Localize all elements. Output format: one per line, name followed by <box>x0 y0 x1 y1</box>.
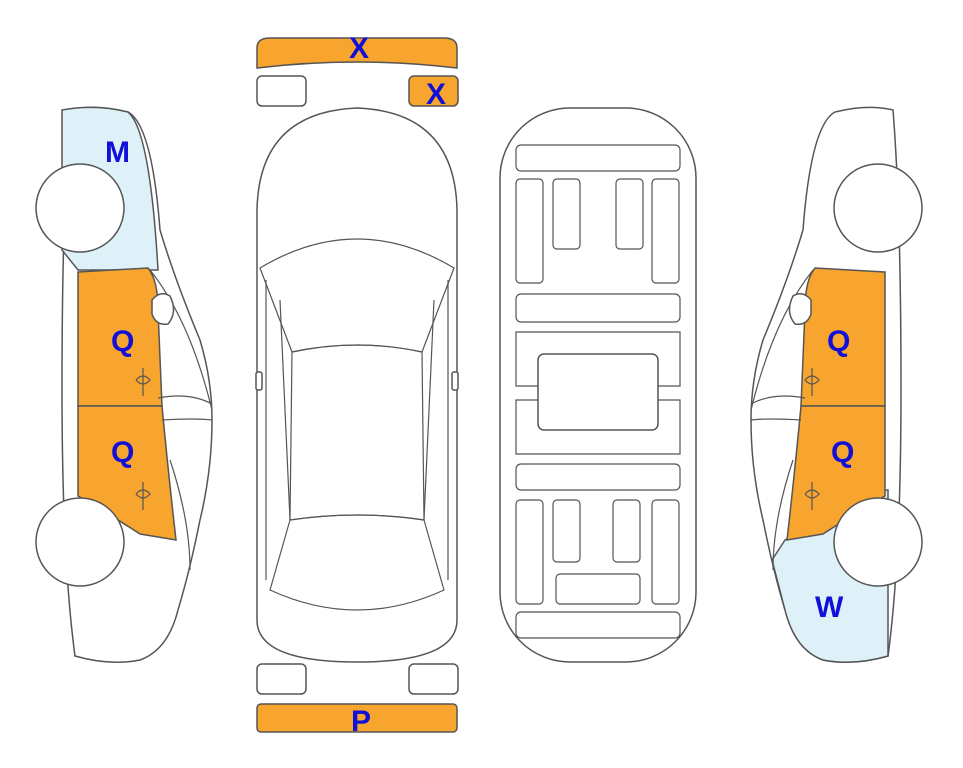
top-left-mirror <box>255 371 263 391</box>
right-headlight-code: X <box>426 78 446 111</box>
underbody-panel <box>552 499 581 563</box>
underbody-bar <box>515 293 681 323</box>
rear-bumper-part[interactable] <box>256 703 458 733</box>
left-rear-wheel <box>35 497 125 587</box>
right-side-glass-line <box>750 269 814 571</box>
top-view-side-lines <box>265 280 449 580</box>
rear-bumper-code: P <box>351 705 371 738</box>
right-mirror <box>788 293 812 326</box>
left-headlight <box>256 75 307 107</box>
right-side-view: Q Q W <box>750 106 923 663</box>
top-right-mirror <box>451 371 459 391</box>
front-bumper-part[interactable] <box>256 37 458 69</box>
underbody-panel <box>515 499 544 605</box>
left-side-view: M Q Q <box>35 106 213 663</box>
left-taillight <box>256 663 307 695</box>
right-headlight-part[interactable] <box>408 75 459 107</box>
left-mirror <box>151 293 175 326</box>
left-front-door-part[interactable] <box>77 267 163 407</box>
left-front-wheel <box>35 163 125 253</box>
underbody-panel <box>612 499 641 563</box>
rear-window <box>269 514 445 611</box>
right-rear-wheel <box>833 497 923 587</box>
right-rear-door-handle <box>804 482 820 510</box>
left-rear-door-code: Q <box>111 436 134 469</box>
underbody-panel <box>651 178 680 284</box>
left-front-door-code: Q <box>111 325 134 358</box>
left-front-door-handle <box>135 368 151 396</box>
underbody-front-bar <box>515 144 681 172</box>
underbody-center-plate <box>537 353 659 431</box>
left-front-fender-code: M <box>105 136 130 169</box>
underbody-panel <box>615 178 644 250</box>
underbody-panel <box>515 178 544 284</box>
underbody-view <box>499 107 697 663</box>
right-front-door-handle <box>804 368 820 396</box>
front-bumper-code: X <box>349 32 369 65</box>
underbody-bar <box>515 463 681 491</box>
left-rear-door-handle <box>135 482 151 510</box>
underbody-panel <box>552 178 581 250</box>
left-side-glass-line <box>149 269 213 571</box>
top-view-body <box>256 107 458 663</box>
right-rear-door-code: Q <box>831 436 854 469</box>
right-front-wheel <box>833 163 923 253</box>
underbody-rear-bar <box>515 611 681 639</box>
right-taillight <box>408 663 459 695</box>
underbody-panel <box>555 573 641 605</box>
top-view: X X P <box>255 32 459 738</box>
underbody-panel <box>651 499 680 605</box>
right-front-door-code: Q <box>827 325 850 358</box>
right-rear-quarter-code: W <box>815 591 844 624</box>
right-front-door-part[interactable] <box>800 267 886 407</box>
